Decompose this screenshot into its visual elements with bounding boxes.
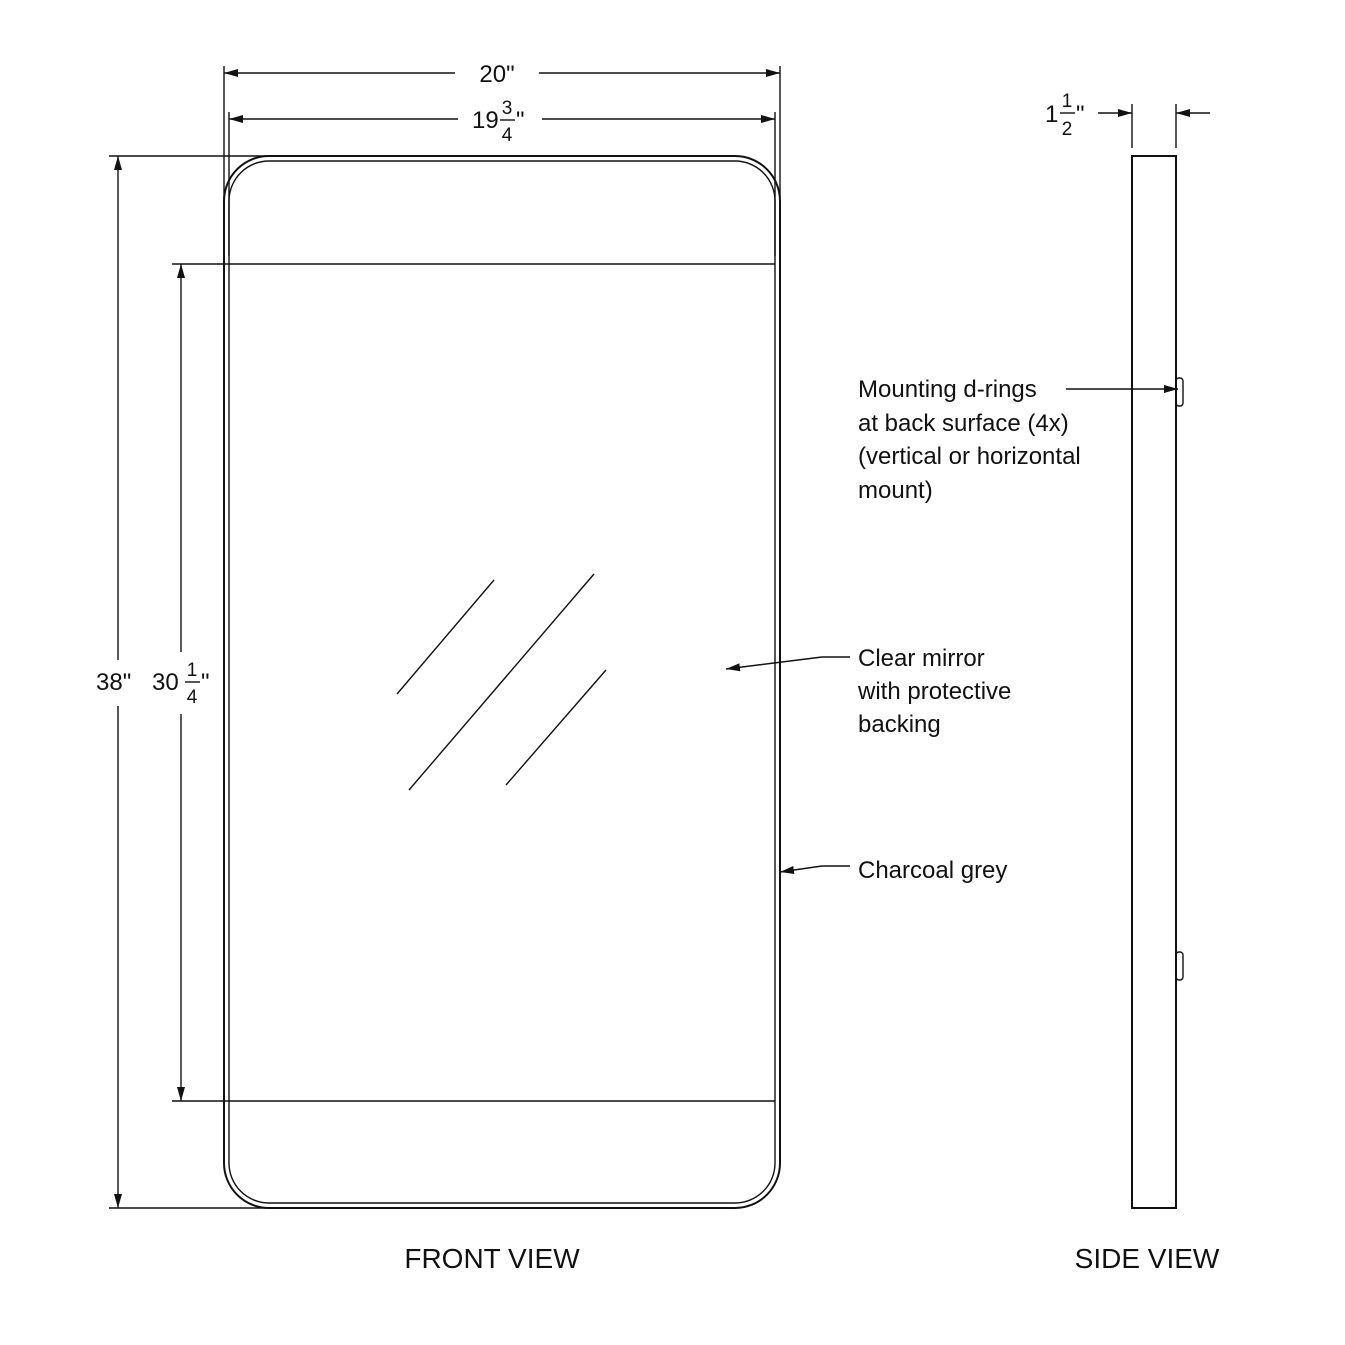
callout-mirror: Clear mirror with protective backing bbox=[725, 645, 1011, 738]
svg-text:backing: backing bbox=[858, 711, 941, 738]
svg-text:": " bbox=[516, 107, 525, 134]
svg-text:1: 1 bbox=[187, 660, 198, 681]
side-view-title: SIDE VIEW bbox=[1075, 1243, 1220, 1274]
glass-height-label: 30 1 4 " bbox=[152, 660, 210, 708]
svg-text:mount): mount) bbox=[858, 477, 933, 504]
svg-text:4: 4 bbox=[502, 125, 513, 146]
side-profile bbox=[1131, 155, 1177, 1209]
svg-text:at back surface (4x): at back surface (4x) bbox=[858, 410, 1069, 437]
svg-text:": " bbox=[1076, 101, 1085, 128]
depth-label: 1 1 2 " bbox=[1045, 91, 1085, 140]
overall-width-dimension: 20" bbox=[223, 61, 781, 198]
d-ring-upper bbox=[1175, 377, 1184, 407]
depth-dimension: 1 1 2 " bbox=[1045, 91, 1210, 148]
svg-text:4: 4 bbox=[187, 687, 198, 708]
svg-text:30: 30 bbox=[152, 669, 179, 696]
mirror-frame-inner bbox=[228, 160, 776, 1204]
svg-text:3: 3 bbox=[502, 98, 513, 119]
glass-width-label: 19 3 4 " bbox=[472, 98, 525, 146]
side-view: 1 1 2 " SIDE VIEW bbox=[1045, 91, 1220, 1274]
overall-width-label: 20" bbox=[479, 61, 514, 88]
svg-text:Mounting d-rings: Mounting d-rings bbox=[858, 376, 1037, 403]
svg-text:19: 19 bbox=[472, 107, 499, 134]
overall-height-dimension: 38" bbox=[96, 155, 268, 1209]
front-view: 20" 19 3 4 " 38" bbox=[96, 61, 781, 1274]
glass-height-dimension: 30 1 4 " bbox=[152, 263, 229, 1102]
svg-text:2: 2 bbox=[1062, 119, 1073, 140]
svg-text:Clear mirror: Clear mirror bbox=[858, 645, 985, 672]
overall-height-label: 38" bbox=[96, 669, 131, 696]
svg-text:": " bbox=[201, 669, 210, 696]
svg-text:Charcoal grey: Charcoal grey bbox=[858, 857, 1007, 884]
front-view-title: FRONT VIEW bbox=[404, 1243, 580, 1274]
callout-frame: Charcoal grey bbox=[779, 857, 1007, 884]
d-ring-lower bbox=[1175, 951, 1184, 981]
svg-text:1: 1 bbox=[1062, 91, 1073, 112]
svg-text:(vertical or horizontal: (vertical or horizontal bbox=[858, 443, 1081, 470]
svg-text:1: 1 bbox=[1045, 101, 1058, 128]
glass-reflection-marks bbox=[396, 573, 607, 791]
glass-width-dimension: 19 3 4 " bbox=[228, 98, 776, 256]
mirror-frame-outer bbox=[223, 155, 781, 1209]
svg-text:with protective: with protective bbox=[857, 678, 1011, 705]
callout-d-rings: Mounting d-rings at back surface (4x) (v… bbox=[858, 376, 1178, 504]
